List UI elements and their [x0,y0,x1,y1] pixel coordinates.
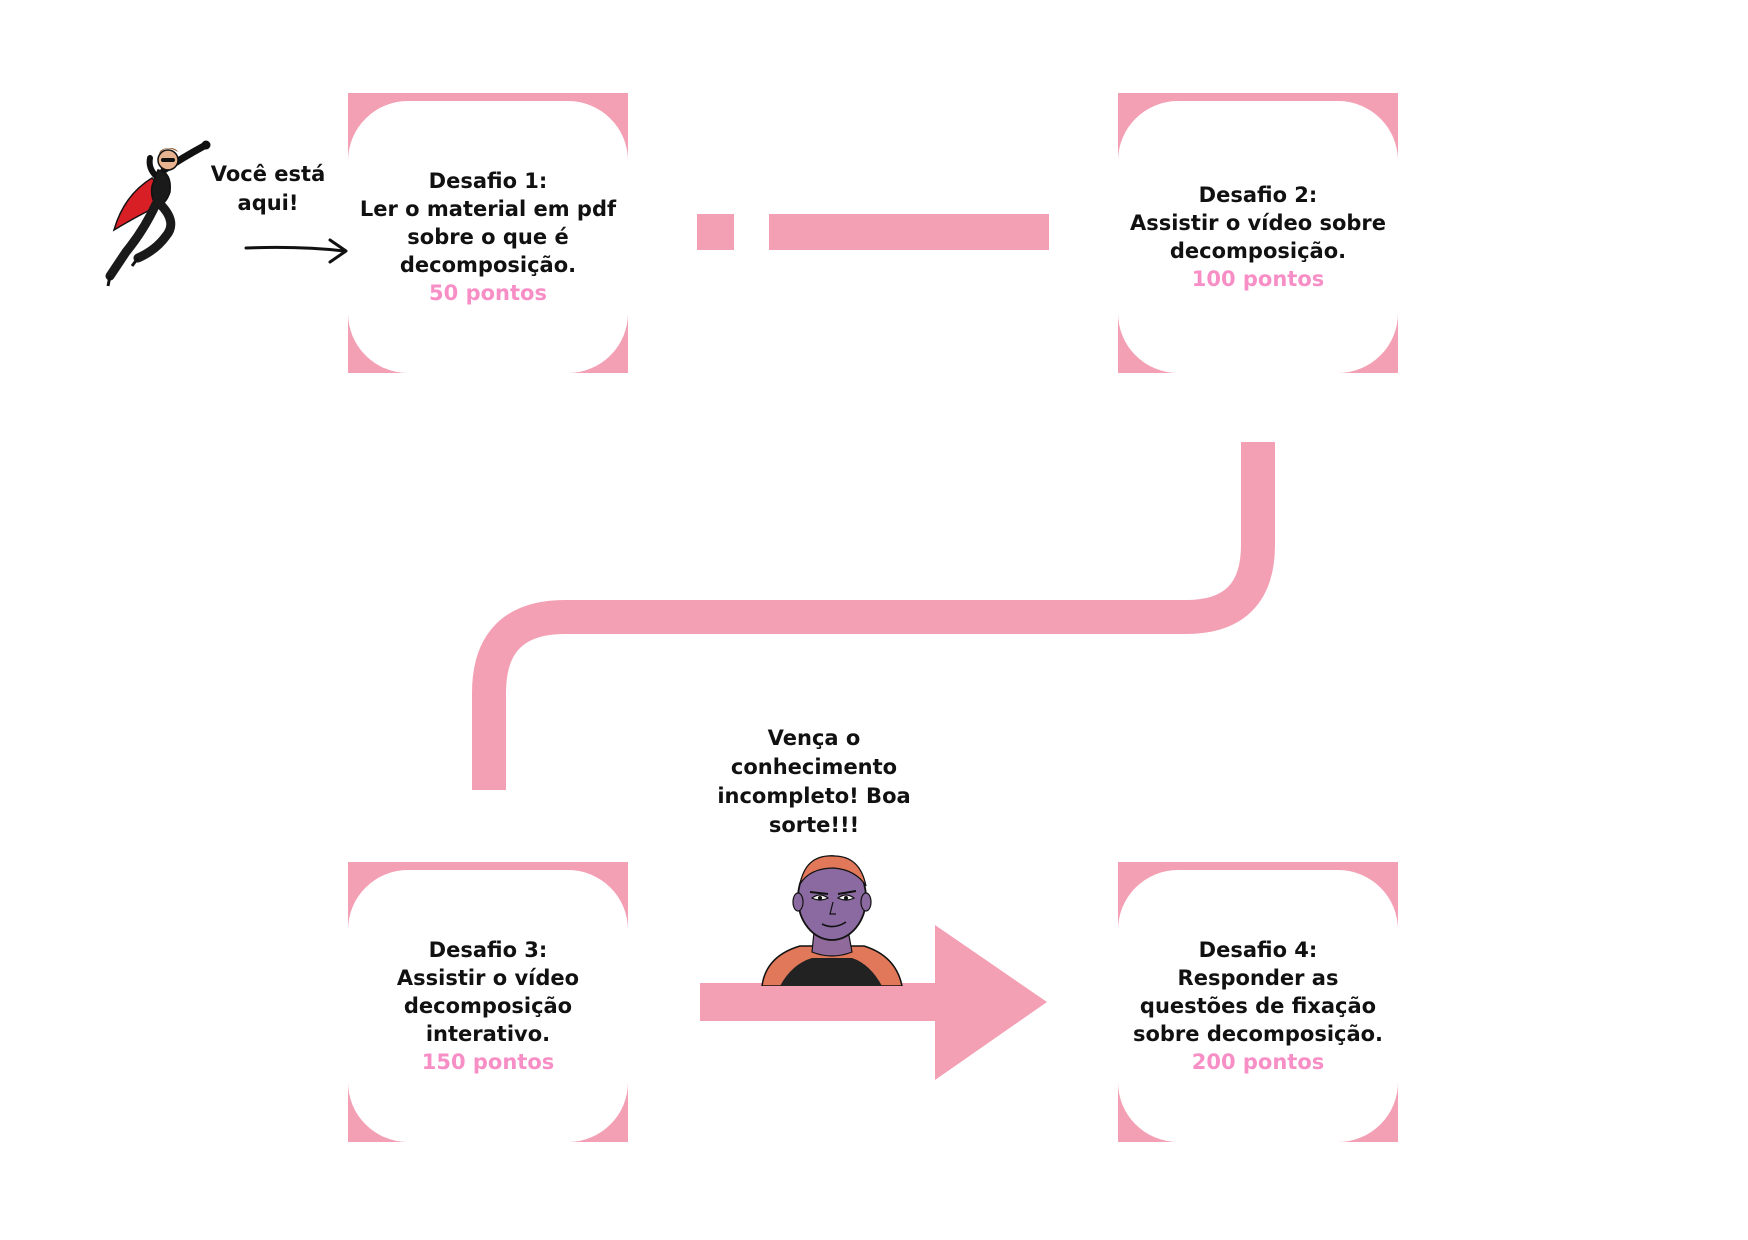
villain-portrait [761,855,903,986]
challenge-points: 200 pontos [1191,1050,1325,1074]
arrow-right-icon [244,238,348,264]
challenge-title: Desafio 3: [428,938,548,962]
challenge-description: Assistir o vídeo decomposição interativo… [396,966,580,1046]
challenge-description: Assistir o vídeo sobre decomposição. [1129,211,1387,263]
challenge-description: Responder as questões de fixação sobre d… [1132,966,1384,1046]
challenge-points: 100 pontos [1191,267,1325,291]
villain-speech: Vença o conhecimento incompleto! Boa sor… [717,726,911,837]
you-are-here-label: Você está aqui! [210,162,326,215]
path-dash-long [769,214,1049,250]
challenge-title: Desafio 1: [428,169,548,193]
challenge-card-1[interactable]: Desafio 1: Ler o material em pdf sobre o… [348,93,628,373]
challenge-title: Desafio 2: [1198,183,1318,207]
path-dash-short [697,214,734,250]
challenge-description: Ler o material em pdf sobre o que é deco… [359,197,617,277]
path-curve [472,442,1275,790]
challenge-card-3[interactable]: Desafio 3: Assistir o vídeo decomposição… [348,862,628,1142]
superhero-figure [105,140,211,287]
challenge-points: 150 pontos [421,1050,555,1074]
big-arrow-right-icon [700,925,1047,1080]
challenge-title: Desafio 4: [1198,938,1318,962]
challenge-card-2[interactable]: Desafio 2: Assistir o vídeo sobre decomp… [1118,93,1398,373]
challenge-card-4[interactable]: Desafio 4: Responder as questões de fixa… [1118,862,1398,1142]
challenge-points: 50 pontos [429,281,547,305]
